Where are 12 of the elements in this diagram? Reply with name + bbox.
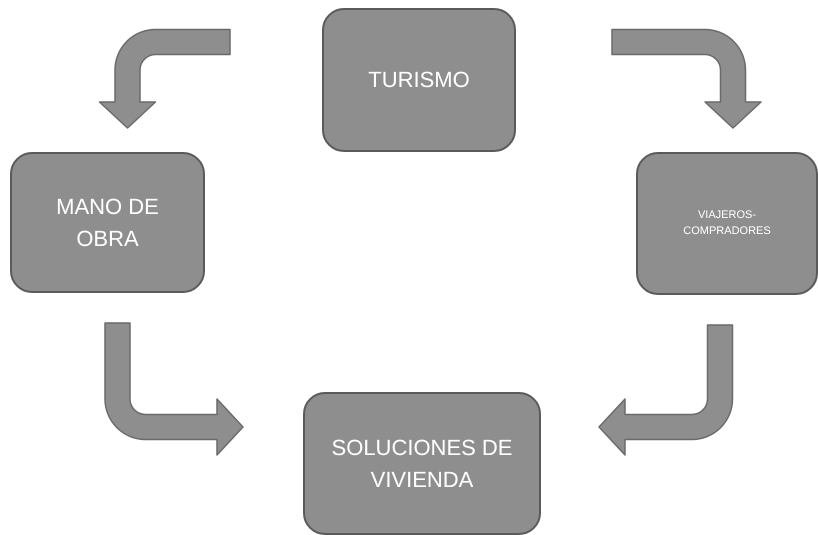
node-label: TURISMO xyxy=(367,66,471,94)
rounded-box xyxy=(636,152,818,295)
node-label: SOLUCIONES DE VIVIENDA xyxy=(330,434,514,494)
bent-arrow xyxy=(98,28,231,129)
rounded-box xyxy=(303,392,541,535)
bent-arrow xyxy=(104,322,244,456)
bent-arrow xyxy=(611,28,762,129)
rounded-box xyxy=(322,8,516,152)
node-label: VIAJEROS-COMPRADORES xyxy=(682,208,772,238)
rounded-box xyxy=(10,152,205,293)
bent-arrow xyxy=(598,324,734,456)
node-label: MANO DE OBRA xyxy=(55,192,160,252)
